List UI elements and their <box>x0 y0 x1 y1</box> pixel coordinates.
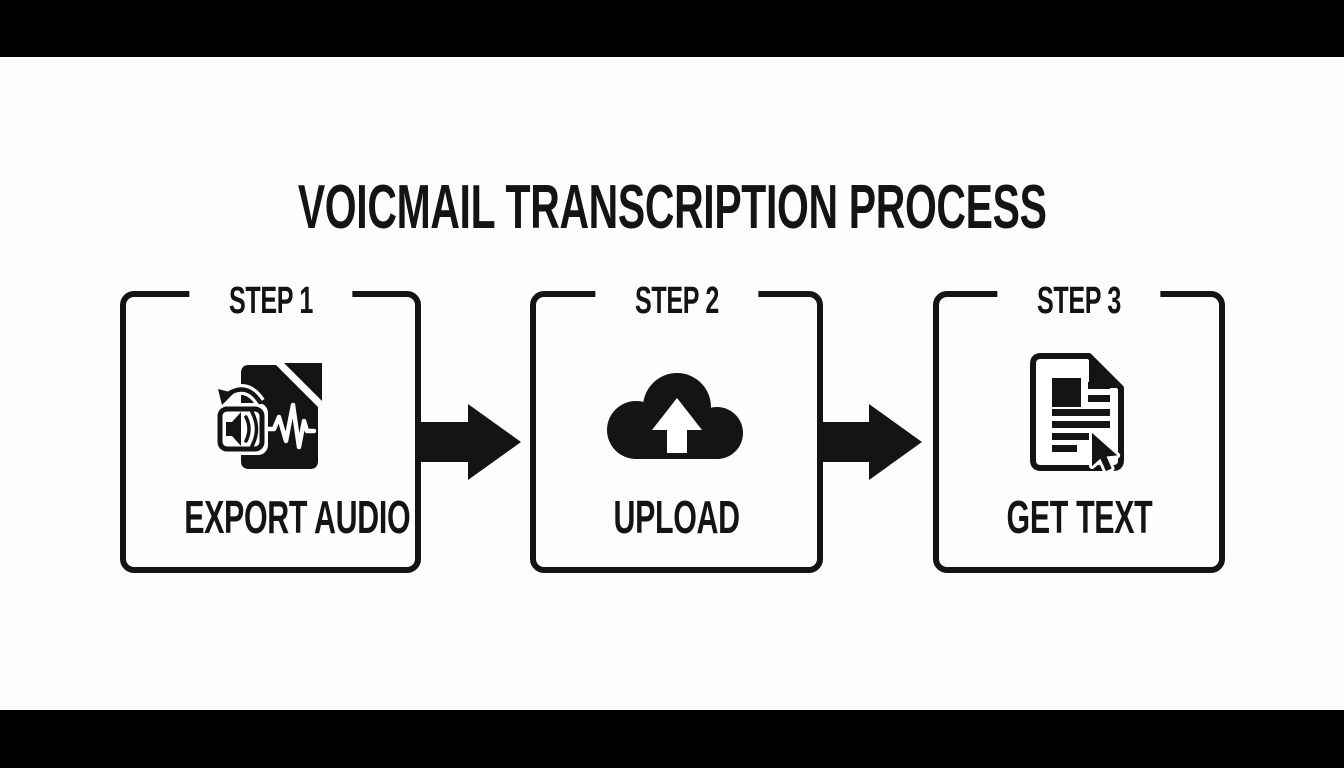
step-2-label: STEP 2 <box>594 279 759 323</box>
step-3-box: STEP 3 GET TEXT <box>933 279 1225 573</box>
cloud-upload-icon <box>607 373 743 459</box>
step-2-icon-wrap <box>536 367 817 462</box>
step-3-icon-wrap <box>939 353 1219 475</box>
page-title: VOICMAIL TRANSCRIPTION PROCESS <box>0 172 1344 242</box>
step-2-caption: UPLOAD <box>536 493 817 541</box>
step-3-label: STEP 3 <box>997 279 1161 323</box>
step-1-box: STEP 1 EXPORT AUDIO <box>120 279 421 573</box>
letterbox-bar-top <box>0 0 1344 57</box>
step-2-caption-text: UPLOAD <box>613 491 740 543</box>
step-1-label: STEP 1 <box>188 279 353 323</box>
step-3-caption: GET TEXT <box>939 493 1219 541</box>
step-2-label-text: STEP 2 <box>634 280 719 322</box>
step-1-label-text: STEP 1 <box>228 280 313 322</box>
document-text-cursor-icon <box>1030 353 1124 474</box>
step-1-caption: EXPORT AUDIO <box>126 493 415 541</box>
step-1-icon-wrap <box>126 363 415 473</box>
page-title-text: VOICMAIL TRANSCRIPTION PROCESS <box>297 172 1047 242</box>
audio-file-export-icon <box>214 363 322 469</box>
step-3-caption-text: GET TEXT <box>1006 491 1152 543</box>
step-1-caption-text: EXPORT AUDIO <box>184 491 411 543</box>
step-2-box: STEP 2 UPLOAD <box>530 279 823 573</box>
step-3-label-text: STEP 3 <box>1037 280 1121 322</box>
arrow-right-icon <box>822 404 922 480</box>
letterbox-bar-bottom <box>0 710 1344 768</box>
arrow-right-icon <box>421 404 521 480</box>
